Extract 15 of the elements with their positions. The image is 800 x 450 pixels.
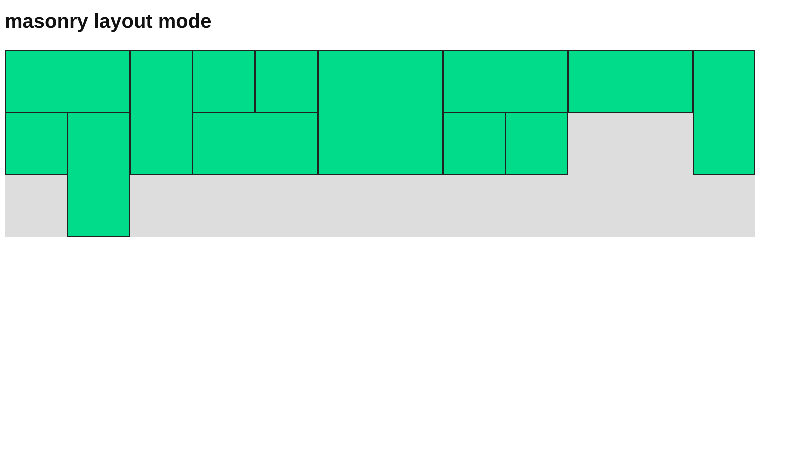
masonry-tile [255, 50, 318, 113]
masonry-tile [318, 50, 443, 175]
masonry-tile [443, 50, 568, 113]
masonry-tile [5, 50, 130, 113]
masonry-tile [505, 112, 568, 175]
masonry-tile [443, 112, 506, 175]
masonry-tile [5, 112, 68, 175]
masonry-tile [568, 50, 693, 113]
grid-container [5, 50, 755, 237]
masonry-tile [130, 50, 193, 175]
masonry-tile [192, 112, 318, 175]
page-title: masonry layout mode [5, 11, 212, 34]
masonry-tile [192, 50, 255, 113]
masonry-tile [693, 50, 755, 175]
masonry-tile [67, 112, 130, 237]
